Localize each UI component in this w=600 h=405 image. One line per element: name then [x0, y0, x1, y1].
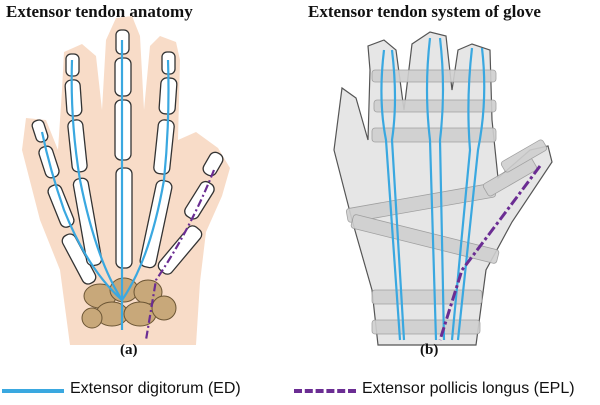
ed-tendons-b: [380, 37, 486, 341]
epl-legend-swatch: [294, 389, 356, 393]
glove-hand: [333, 31, 553, 346]
panel-b-label: (b): [420, 342, 439, 358]
ed-tendons-a: [40, 40, 170, 330]
panel-b-title: Extensor tendon system of glove: [308, 2, 541, 21]
anatomy-hand: [22, 16, 230, 345]
figure-canvas: [22, 16, 553, 346]
epl-legend-label: Extensor pollicis longus (EPL): [362, 380, 575, 397]
epl-tendon-a: [144, 169, 216, 341]
ed-legend-swatch: [2, 389, 64, 393]
epl-tendon-b: [438, 165, 542, 341]
panel-a-title: Extensor tendon anatomy: [6, 2, 193, 21]
legend: Extensor digitorum (ED) Extensor pollici…: [0, 378, 600, 402]
carpal-bones: [81, 277, 177, 329]
ed-legend-label: Extensor digitorum (ED): [70, 380, 241, 397]
panel-a-label: (a): [120, 342, 138, 358]
